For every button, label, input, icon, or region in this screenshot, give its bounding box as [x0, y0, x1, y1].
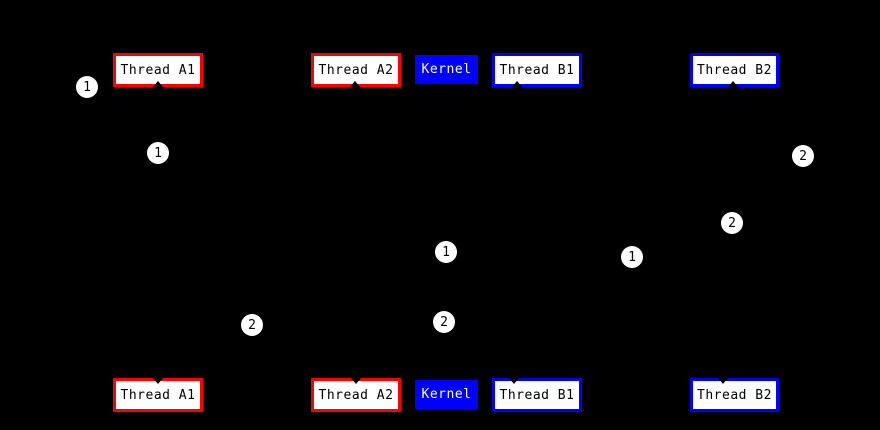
step-badge: 2: [792, 145, 814, 167]
step-badge-label: 2: [799, 148, 807, 164]
arrowhead-icon: [728, 81, 738, 87]
thread-box-label: Thread A1: [120, 62, 196, 78]
arrowhead-icon: [153, 378, 163, 384]
thread-box-label: Thread A2: [318, 387, 394, 403]
step-badge-label: 2: [728, 215, 736, 231]
arrowhead-icon: [350, 81, 360, 87]
kernel-bottom-box: Kernel: [415, 380, 478, 409]
kernel-top-box: Kernel: [415, 55, 478, 84]
thread-box-label: Thread B1: [499, 62, 575, 78]
step-badge-label: 2: [440, 314, 448, 330]
thread-b2-top-box: Thread B2: [690, 53, 779, 87]
thread-box-label: Thread B2: [697, 62, 772, 78]
step-badge: 2: [433, 311, 455, 333]
step-badge-label: 2: [248, 317, 256, 333]
step-badge: 1: [621, 246, 643, 268]
thread-box-label: Thread B2: [697, 387, 772, 403]
thread-a1-top-box: Thread A1: [113, 53, 203, 87]
thread-b2-bottom-box: Thread B2: [690, 378, 779, 412]
arrowhead-icon: [351, 378, 361, 384]
thread-box-label: Thread A1: [120, 387, 196, 403]
thread-b1-top-box: Thread B1: [492, 53, 582, 87]
step-badge: 2: [241, 314, 263, 336]
step-badge-label: 1: [83, 79, 91, 95]
step-badge: 1: [76, 76, 98, 98]
step-badge-label: 1: [154, 145, 162, 161]
thread-box-label: Thread B1: [499, 387, 575, 403]
thread-a2-top-box: Thread A2: [311, 53, 401, 87]
thread-b1-bottom-box: Thread B1: [492, 378, 582, 412]
thread-box-label: Kernel: [421, 387, 472, 402]
step-badge: 1: [435, 241, 457, 263]
arrowhead-icon: [509, 378, 519, 384]
thread-box-label: Thread A2: [318, 62, 394, 78]
arrowhead-icon: [512, 81, 522, 87]
step-badge-label: 1: [442, 244, 450, 260]
arrowhead-icon: [718, 378, 728, 384]
step-badge: 2: [721, 212, 743, 234]
step-badge: 1: [147, 142, 169, 164]
thread-box-label: Kernel: [421, 62, 472, 77]
thread-a2-bottom-box: Thread A2: [311, 378, 401, 412]
arrowhead-icon: [153, 81, 163, 87]
thread-a1-bottom-box: Thread A1: [113, 378, 203, 412]
step-badge-label: 1: [628, 249, 636, 265]
